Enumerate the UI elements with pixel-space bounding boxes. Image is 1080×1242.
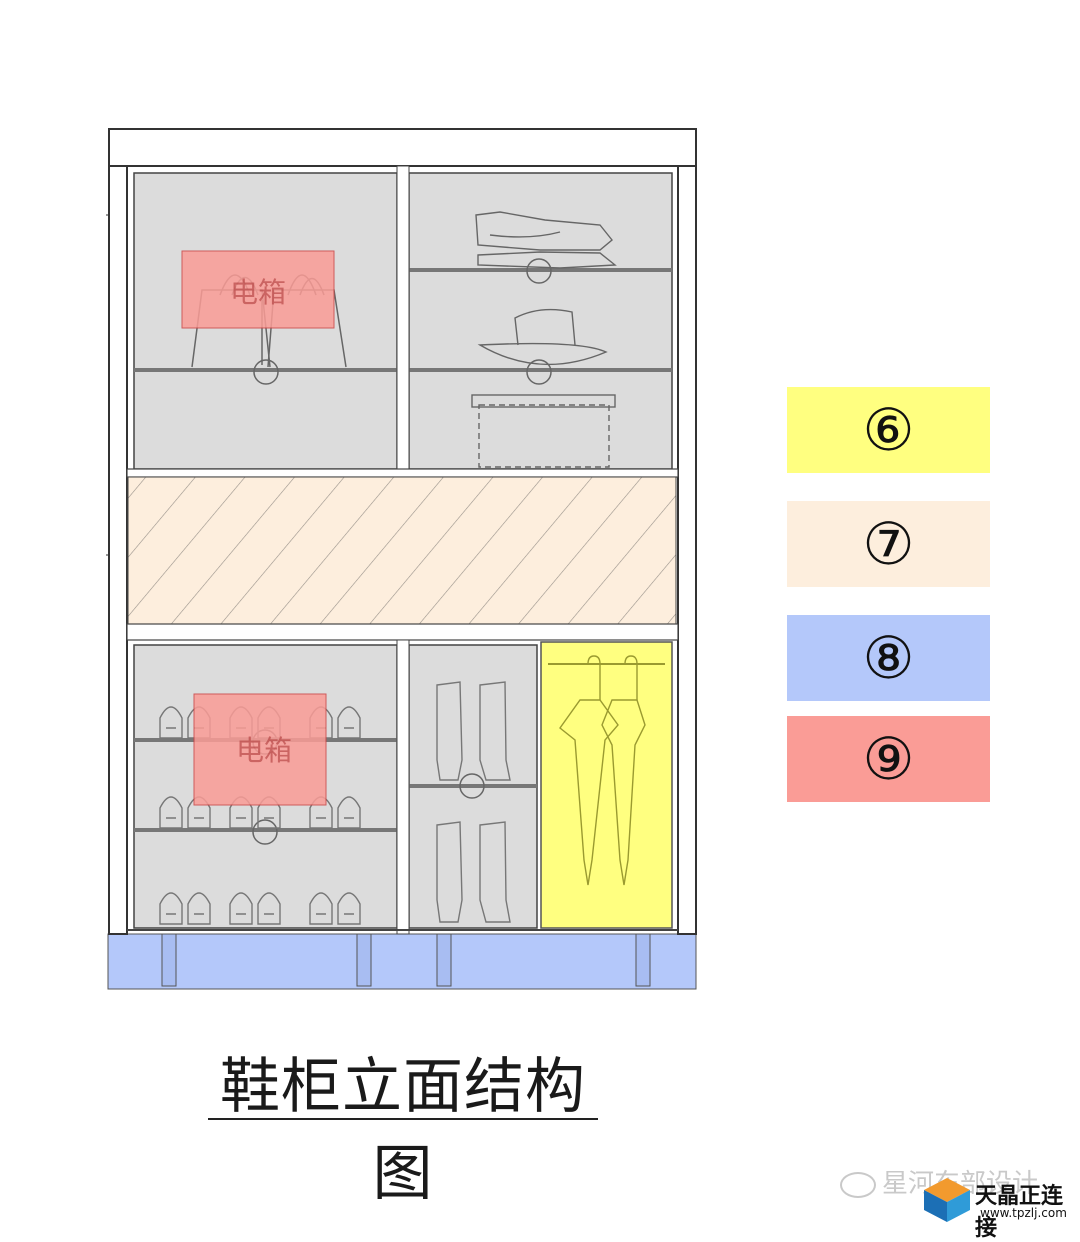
cabinet-right-side bbox=[677, 165, 697, 935]
brand-cube-icon bbox=[924, 1178, 970, 1222]
diagram-title: 鞋柜立面结构图 bbox=[220, 1052, 586, 1209]
title-underline bbox=[208, 1118, 598, 1120]
brand-url: www.tpzlj.com bbox=[980, 1206, 1067, 1220]
legend-item-8: ⑧ bbox=[787, 615, 990, 701]
shoe bbox=[257, 892, 281, 925]
shoe bbox=[337, 796, 361, 829]
legend-item-9: ⑨ bbox=[787, 716, 990, 802]
legend-item-6: ⑥ bbox=[787, 387, 990, 473]
legend-symbol-7: ⑦ bbox=[862, 510, 915, 578]
wechat-icon bbox=[840, 1171, 876, 1198]
legend-symbol-8: ⑧ bbox=[862, 624, 915, 692]
legend-symbol-9: ⑨ bbox=[862, 725, 915, 793]
e-box-label-upper: 电箱 bbox=[230, 276, 286, 309]
boots-sketch bbox=[436, 681, 511, 923]
upper-right-compartment bbox=[408, 172, 673, 470]
cabinet-left-side bbox=[108, 165, 128, 935]
shoe bbox=[309, 892, 333, 925]
umbrella-compartment bbox=[540, 641, 673, 929]
shoe bbox=[337, 706, 361, 739]
electric-box-lower bbox=[193, 693, 327, 806]
shoe bbox=[159, 796, 183, 829]
shoe bbox=[159, 706, 183, 739]
cabinet-base bbox=[107, 933, 697, 990]
legend-item-7: ⑦ bbox=[787, 501, 990, 587]
legend-symbol-6: ⑥ bbox=[862, 396, 915, 464]
shoe bbox=[187, 892, 211, 925]
cabinet-top bbox=[108, 128, 697, 167]
shoe bbox=[159, 892, 183, 925]
shoe bbox=[229, 892, 253, 925]
umbrellas-sketch bbox=[548, 655, 665, 886]
shoe bbox=[337, 892, 361, 925]
e-box-label-lower: 电箱 bbox=[236, 734, 292, 767]
folded-clothes-sketch bbox=[475, 211, 617, 269]
storage-box-sketch bbox=[478, 404, 610, 468]
electric-box-upper bbox=[181, 250, 335, 329]
hat-sketch bbox=[477, 308, 608, 366]
cabinet-legs bbox=[161, 933, 651, 987]
